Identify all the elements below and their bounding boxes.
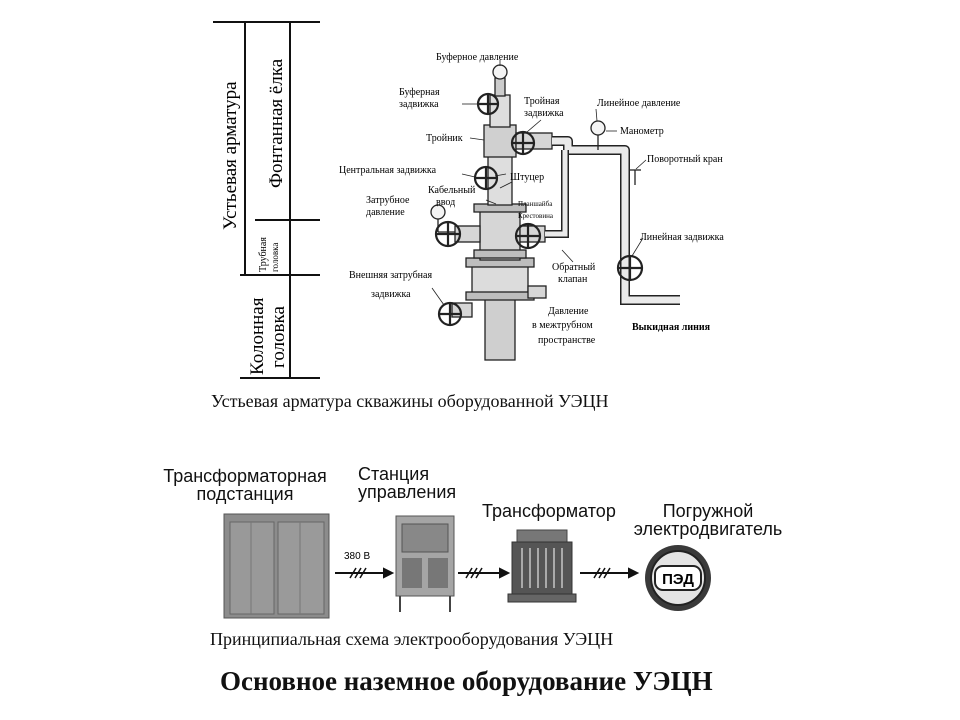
handwheel-icon-line xyxy=(616,254,644,282)
leader-lines xyxy=(431,60,647,306)
callout-shtucer: Штуцер xyxy=(510,172,544,183)
transformer-unit xyxy=(507,529,577,603)
callout-obratny-klapan-2: клапан xyxy=(558,274,588,285)
callout-lineinaya-zadvizhka: Линейная задвижка xyxy=(640,232,724,243)
handwheel-icon-lower xyxy=(437,301,463,327)
label-control-station: Станция управления xyxy=(358,465,478,501)
callout-zatrubnoe-davlenie-2: давление xyxy=(366,207,405,218)
motor-icon: ПЭД xyxy=(645,545,711,611)
handwheel-icon-buffer xyxy=(476,92,500,116)
electrical-caption: Принципиальная схема электрооборудования… xyxy=(210,629,614,649)
label-transformer: Трансформатор xyxy=(482,501,616,521)
substation-cabinet xyxy=(223,513,330,619)
motor-badge-text: ПЭД xyxy=(662,571,694,588)
callout-troinaya-zadvizhka-1: Тройная xyxy=(524,96,560,107)
wellhead-diagram: Устьевая арматура Фонтанная ёлка Трубная… xyxy=(213,21,724,379)
callout-bufernaya-zadvizhka-1: Буферная xyxy=(399,87,440,98)
connection-arrows xyxy=(335,567,640,579)
label-substation: Трансформаторная подстанция xyxy=(160,467,330,503)
label-kolonnaya-golovka-2: головка xyxy=(268,306,289,368)
wellhead-caption: Устьевая арматура скважины оборудованной… xyxy=(211,391,609,411)
bracket-lines xyxy=(213,21,320,379)
callout-planshaiba: Планшайба xyxy=(518,200,553,208)
label-fontannaya-elka: Фонтанная ёлка xyxy=(266,58,287,188)
label-substation-line-2: подстанция xyxy=(196,484,294,504)
control-station-cabinet xyxy=(395,515,455,612)
callout-bufernaya-zadvizhka-2: задвижка xyxy=(399,99,439,110)
page-title: Основное наземное оборудование УЭЦН xyxy=(220,666,713,696)
callout-zatrubnoe-davlenie-1: Затрубное xyxy=(366,195,410,206)
callout-vneshnyaya-1: Внешняя затрубная xyxy=(349,270,432,281)
callout-bufernoe-davlenie: Буферное давление xyxy=(436,52,519,63)
callout-vneshnyaya-2: задвижка xyxy=(371,289,411,300)
callout-centralnaya-zadvizhka: Центральная задвижка xyxy=(339,165,437,176)
label-ustevaya-armatura: Устьевая арматура xyxy=(220,81,241,230)
label-control-station-line-1: Станция xyxy=(358,464,430,484)
callout-troinik: Тройник xyxy=(426,133,463,144)
label-motor-line-2: электродвигатель xyxy=(633,519,783,539)
callout-vykidnaya-liniya: Выкидная линия xyxy=(632,322,711,333)
cable-marks xyxy=(349,567,611,579)
callout-davlenie-mezhtrub-1: Давление xyxy=(548,306,589,317)
electrical-diagram: ПЭД 380 В xyxy=(223,513,711,619)
handwheel-icon-left xyxy=(434,220,462,248)
handwheel-icon-central xyxy=(473,165,499,191)
callout-manometr: Манометр xyxy=(620,126,664,137)
wellhead-equipment xyxy=(430,64,680,361)
voltage-label: 380 В xyxy=(344,551,370,562)
label-motor-line-1: Погружной xyxy=(662,501,754,521)
label-trubnaya-golovka-2: головка xyxy=(270,243,280,272)
label-substation-line-1: Трансформаторная xyxy=(163,466,327,486)
callout-kabelny-vvod-1: Кабельный xyxy=(428,185,476,196)
callout-troinaya-zadvizhka-2: задвижка xyxy=(524,108,564,119)
label-motor: Погружной электродвигатель xyxy=(628,502,788,538)
label-kolonnaya-golovka-1: Колонная xyxy=(247,297,268,375)
label-control-station-line-2: управления xyxy=(358,482,457,502)
callout-kabelny-vvod-2: ввод xyxy=(436,197,455,208)
callout-krestovina: Крестовина xyxy=(518,212,554,220)
callout-davlenie-mezhtrub-2: в межтрубном xyxy=(532,320,593,331)
handwheel-icon-right xyxy=(514,222,542,250)
handwheel-icon-triple xyxy=(510,130,536,156)
callout-lineinoe-davlenie: Линейное давление xyxy=(597,98,681,109)
callout-obratny-klapan-1: Обратный xyxy=(552,262,596,273)
handwheels xyxy=(434,92,644,327)
callout-povorotny-kran: Поворотный кран xyxy=(647,154,723,165)
callout-davlenie-mezhtrub-3: пространстве xyxy=(538,335,596,346)
label-trubnaya-golovka-1: Трубная xyxy=(258,237,269,272)
